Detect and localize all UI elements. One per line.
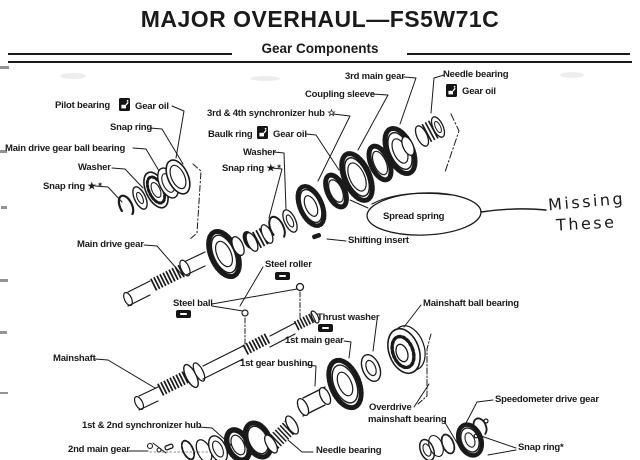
label-main-drive-gear: Main drive gear — [77, 239, 144, 250]
scan-artifact — [1, 206, 7, 209]
gear-oil-icon — [257, 126, 268, 139]
label-2nd-main-gear: 2nd main gear — [68, 444, 130, 455]
speedo-cluster-drawing — [418, 417, 489, 460]
scan-artifact — [0, 150, 7, 153]
label-steel-roller: Steel roller — [265, 259, 312, 270]
label-1st-2nd-synchronizer-hub: 1st & 2nd synchronizer hub — [82, 420, 202, 431]
label-overdrive-mainshaft-bearing: Overdrive — [369, 402, 412, 413]
scan-artifact — [60, 73, 86, 79]
label-baulk-ring: Baulk ring — [208, 129, 253, 140]
front-bearing-stack-drawing — [117, 159, 202, 241]
page-title: MAJOR OVERHAUL—FS5W71C — [140, 6, 500, 32]
label-gear-oil: Gear oil — [135, 101, 169, 112]
spread-spring-callout — [349, 192, 547, 236]
first-gear-cluster-drawing — [296, 353, 382, 417]
lubricant-icon — [318, 324, 333, 332]
label-main-drive-gear-ball-bearing: Main drive gear ball bearing — [5, 143, 126, 154]
handwritten-note: These — [555, 212, 617, 235]
scan-artifact — [250, 76, 280, 81]
label-3rd-4th-synchronizer-hub: 3rd & 4th synchronizer hub ☆ — [207, 108, 336, 119]
label-needle-bearing: Needle bearing — [316, 445, 382, 456]
gear-oil-icon — [446, 84, 457, 97]
mainshaft-ball-bearing-drawing — [387, 325, 432, 405]
mainshaft-drawing — [133, 282, 320, 411]
label-washer: Washer — [78, 162, 111, 173]
scan-artifact — [0, 66, 9, 69]
label-speedometer-drive-gear: Speedometer drive gear — [495, 394, 599, 405]
label-snap-ring-asterisk: Snap ring* — [518, 442, 564, 453]
scan-artifact — [0, 279, 8, 282]
label-3rd-main-gear: 3rd main gear — [345, 71, 405, 82]
label-mainshaft: Mainshaft — [53, 353, 96, 364]
label-washer: Washer — [243, 147, 276, 158]
label-snap-ring-starred: Snap ring ★ * — [222, 163, 281, 174]
label-1st-gear-bushing: 1st gear bushing — [240, 358, 313, 369]
label-mainshaft-ball-bearing: Mainshaft ball bearing — [423, 298, 519, 309]
label-gear-oil: Gear oil — [273, 129, 307, 140]
heading-rule-right — [407, 53, 630, 55]
label-steel-ball: Steel ball — [173, 298, 213, 309]
scan-artifact — [0, 392, 8, 394]
label-needle-bearing: Needle bearing — [443, 69, 509, 80]
shifting-insert-part — [312, 232, 321, 240]
lubricant-icon — [176, 310, 191, 318]
label-gear-oil: Gear oil — [462, 86, 496, 97]
label-snap-ring-starred: Snap ring ★ * — [43, 181, 102, 192]
label-spread-spring: Spread spring — [383, 211, 445, 222]
label-overdrive-mainshaft-bearing: mainshaft bearing — [368, 414, 447, 425]
upper-gear-train-drawing — [245, 113, 460, 252]
scan-artifact — [0, 331, 7, 334]
lubricant-icon — [275, 272, 290, 280]
label-pilot-bearing: Pilot bearing — [55, 100, 110, 111]
label-1st-main-gear: 1st main gear — [285, 335, 344, 346]
label-snap-ring: Snap ring — [110, 122, 153, 133]
gear-oil-icon — [119, 98, 130, 111]
leader-lines — [94, 74, 517, 456]
heading-rule-left — [8, 53, 232, 55]
label-thrust-washer: Thrust washer — [317, 312, 380, 323]
label-coupling-sleeve: Coupling sleeve — [305, 89, 375, 100]
section-heading: Gear Components — [261, 41, 379, 56]
top-border-rule — [8, 61, 632, 63]
scan-artifact — [560, 72, 584, 78]
label-shifting-insert: Shifting insert — [348, 235, 409, 246]
